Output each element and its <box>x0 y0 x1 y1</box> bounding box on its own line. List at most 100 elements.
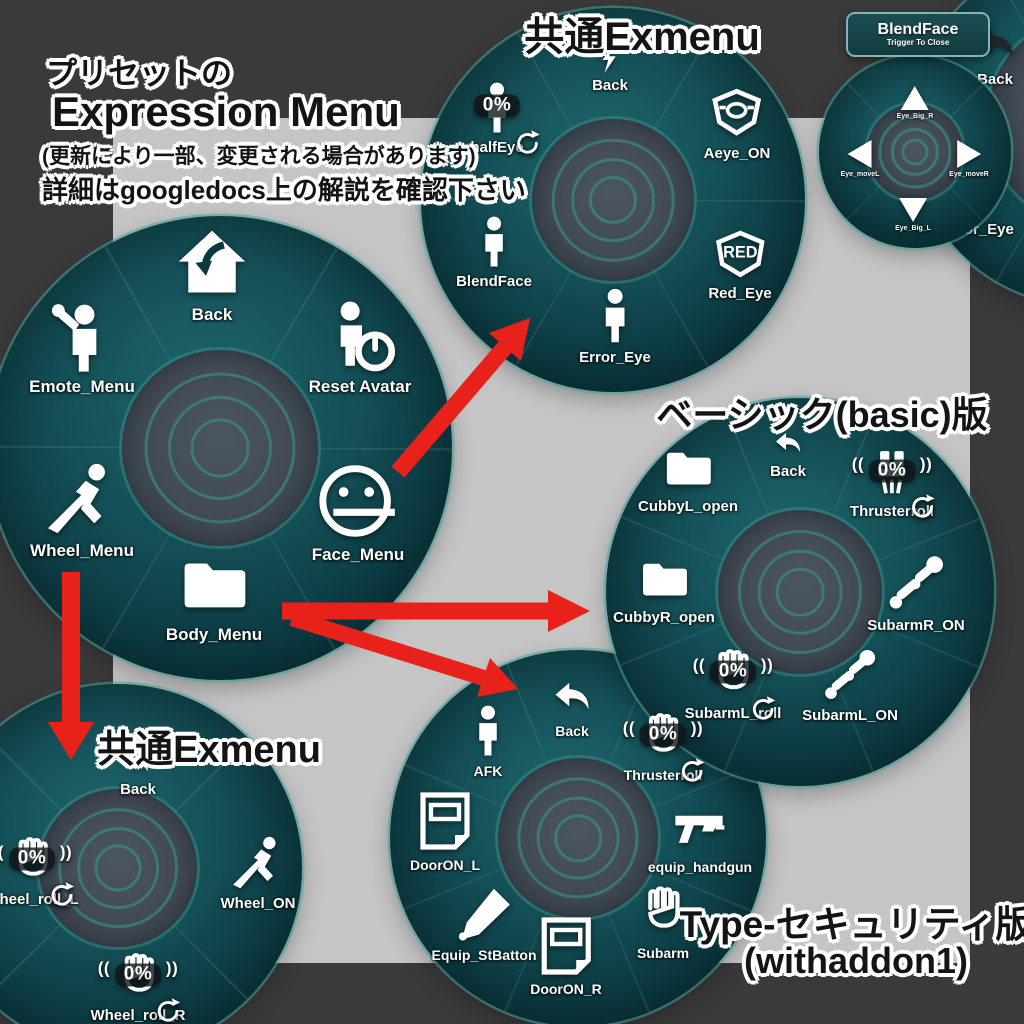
face-icon <box>317 460 399 542</box>
menu-hub <box>122 350 318 546</box>
subarm-icon <box>885 552 947 614</box>
menu-item-label: Back <box>592 77 628 94</box>
menu-item-thrusterroll[interactable]: 0% Thrusterroll <box>623 710 705 783</box>
hub-ring <box>58 808 178 928</box>
menu-item-error-eye[interactable]: Error_Eye <box>579 286 651 366</box>
hub-ring <box>571 158 655 242</box>
person-icon: 0% <box>469 80 540 154</box>
menu-item-face-menu[interactable]: Face_Menu <box>312 460 404 565</box>
menu-item-emote-menu[interactable]: Emote_Menu <box>29 298 135 397</box>
menu-item-label: Back <box>977 71 1013 88</box>
thruster-icon: 0% <box>852 446 935 518</box>
menu-item-label: BlendFace <box>456 273 532 290</box>
back-arrow-icon <box>770 428 806 460</box>
hand-icon: 0% <box>693 646 776 720</box>
menu-item-subarml-on[interactable]: SubarmL_ON <box>802 646 898 724</box>
menu-item-reset-avatar[interactable]: Reset Avatar <box>309 298 411 397</box>
percent-badge: 0% <box>693 656 774 684</box>
wheel-runner-icon <box>43 460 121 538</box>
play-badge-icon <box>677 581 711 615</box>
menu-item-equip-handgun[interactable]: equip_handgun <box>648 800 752 875</box>
menu-item-blendface[interactable]: BlendFace <box>456 214 532 290</box>
menu-item-subarm[interactable]: Subarm <box>634 882 692 961</box>
person-power-icon <box>321 298 399 374</box>
menu-item-aeye-on[interactable]: Aeye_ON <box>703 84 771 162</box>
menu-item-wheel-roll-r[interactable]: 0% Wheel_roll_R <box>90 950 186 1024</box>
rotate-icon <box>750 695 777 722</box>
handgun-icon <box>669 800 731 856</box>
menu-item-label: Emote_Menu <box>29 377 135 396</box>
door-icon <box>413 788 477 854</box>
play-badge-icon <box>626 321 660 355</box>
popup-item-eye-big-r[interactable]: Eye_Big_R <box>897 84 933 120</box>
menu-item-cubbyr-open[interactable]: CubbyR_open <box>613 554 715 626</box>
menu-item-body-menu[interactable]: Body_Menu <box>166 550 262 645</box>
folder-icon <box>172 550 256 622</box>
hub-ring <box>168 396 272 500</box>
back-arrow-icon <box>547 676 597 720</box>
menu-item-wheel-on[interactable]: Wheel_ON <box>220 834 296 912</box>
menu-item-equip-stbatton[interactable]: Equip_StBatton <box>432 884 537 963</box>
person-wave-icon <box>44 298 120 374</box>
hub-ring <box>536 796 620 880</box>
hub-ring <box>775 567 825 617</box>
percent-value: 0% <box>482 94 512 116</box>
hub-ring <box>737 529 863 655</box>
menu-item-afk[interactable]: AFK <box>460 702 516 779</box>
bottom-exmenu-heading: 共通Exmenu <box>97 729 321 771</box>
play-badge-icon <box>747 117 781 151</box>
menu-item-subarmr-on[interactable]: SubarmR_ON <box>867 552 965 634</box>
hand-icon: 0% <box>0 834 74 906</box>
menu-item-halfeye[interactable]: 0% halfEye <box>469 80 540 156</box>
triangle-up-icon <box>899 84 931 112</box>
rotate-icon <box>514 129 541 156</box>
person-icon <box>466 214 522 270</box>
menu-item-dooron-r[interactable]: DoorON_R <box>530 914 602 997</box>
folder-icon <box>632 554 696 606</box>
play-badge-icon <box>750 257 784 291</box>
hub-ring <box>190 418 250 478</box>
menu-item-subarml-roll[interactable]: 0% SubarmL_roll <box>684 646 782 722</box>
hub-ring <box>878 115 952 189</box>
svg-text:RED: RED <box>723 244 758 262</box>
menu-item-label: Subarm <box>636 945 690 961</box>
hub-ring <box>517 777 639 899</box>
basic-heading: ベーシック(basic)版 <box>656 394 988 435</box>
menu-item-dooron-l[interactable]: DoorON_L <box>410 788 480 873</box>
menu-item-label: Body_Menu <box>165 625 263 644</box>
menu-item-label: Back <box>120 781 156 798</box>
menu-item-red-eye[interactable]: RED Red_Eye <box>708 224 772 302</box>
menu-item-label: SubarmL_roll <box>684 705 782 722</box>
person-icon <box>460 702 516 760</box>
hub-ring <box>757 549 843 635</box>
popup-item-eye-mover[interactable]: Eye_moveR <box>949 138 989 178</box>
list-badge-icon <box>371 508 417 554</box>
lightning-icon <box>595 44 625 74</box>
menu-item-thrusterroll[interactable]: 0% Thrusterroll <box>850 446 935 520</box>
play-badge-icon <box>701 470 735 504</box>
person-icon <box>585 286 645 346</box>
menu-item-wheel-roll-l[interactable]: 0% Wheel_roll_L <box>0 834 79 908</box>
menu-item-wheel-menu[interactable]: Wheel_Menu <box>30 460 134 561</box>
popup-item-eye-movel[interactable]: Eye_moveL <box>841 138 879 178</box>
menu-item-back[interactable]: Back <box>547 676 597 739</box>
menu-item-label: Back <box>555 723 589 739</box>
menu-item-back[interactable]: Back <box>120 752 156 798</box>
popup-item-eye-big-l[interactable]: Eye_Big_L <box>895 196 931 232</box>
menu-item-back[interactable]: Back <box>592 44 628 94</box>
menu-item-label: Aeye_ON <box>703 145 771 162</box>
menu-item-back[interactable]: Back <box>770 428 806 480</box>
menu-item-back[interactable]: Back <box>172 226 252 325</box>
hand-icon: 0% <box>98 950 180 1022</box>
play-badge-icon <box>268 867 302 901</box>
popup-subtitle: Trigger To Close <box>886 38 950 48</box>
menu-hub <box>532 119 694 281</box>
hub-ring <box>144 372 296 524</box>
play-badge-icon <box>860 679 894 713</box>
menu-item-cubbyl-open[interactable]: CubbyL_open <box>638 443 738 515</box>
menu-hub <box>39 789 197 947</box>
hub-ring <box>554 814 602 862</box>
wheel-runner-icon <box>229 834 287 892</box>
menu-item-label: Wheel_ON <box>220 895 296 912</box>
preset-title-line1: プリセットの <box>46 56 232 91</box>
